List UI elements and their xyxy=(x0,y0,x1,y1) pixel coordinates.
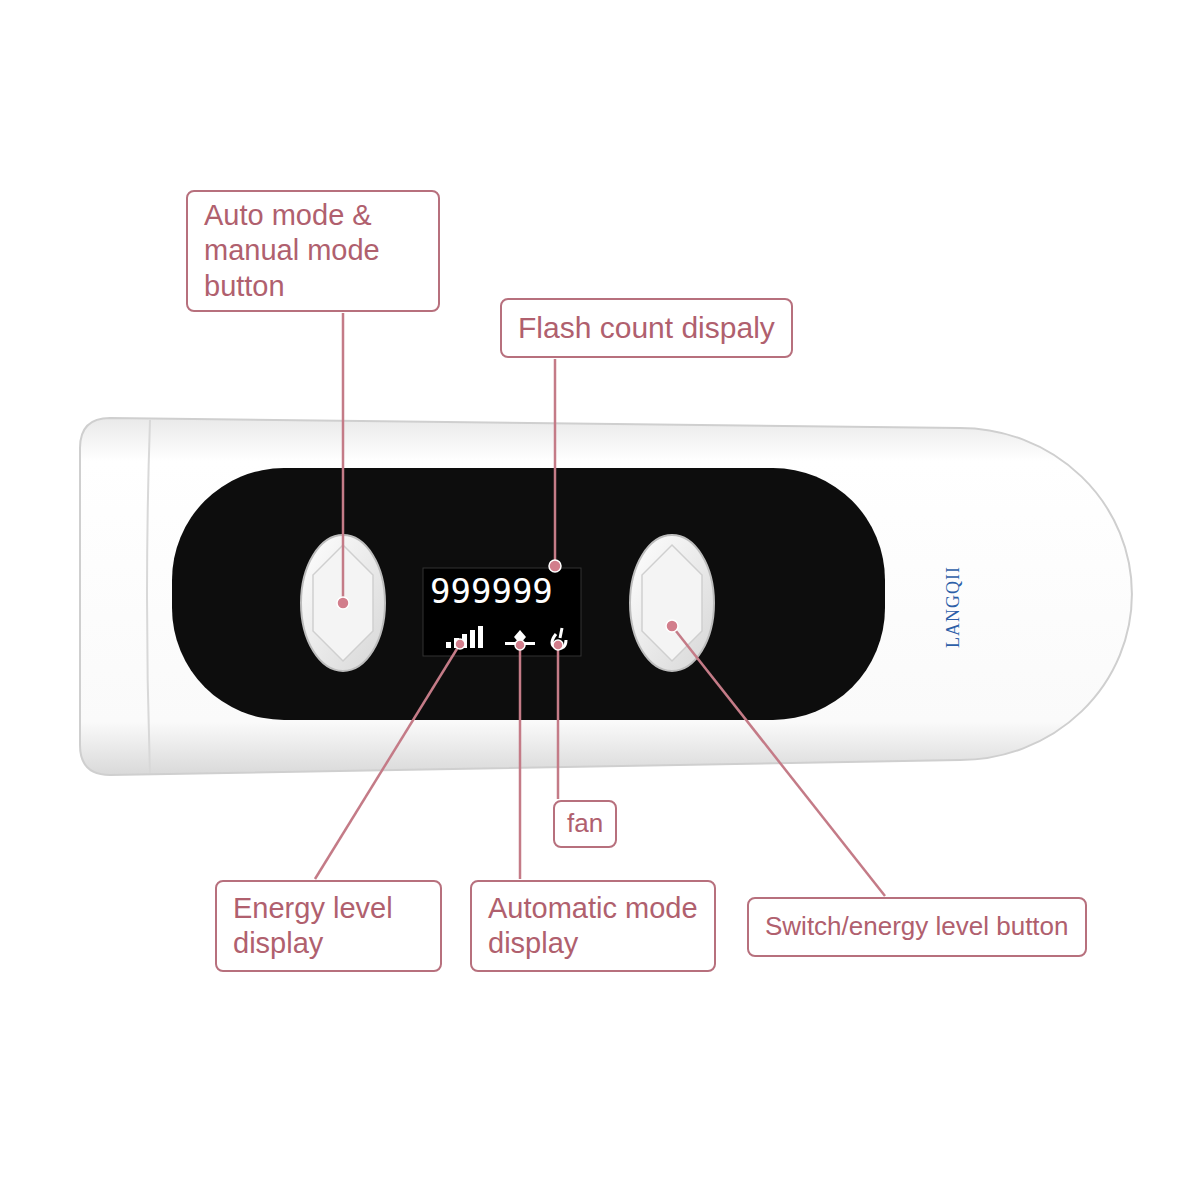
callout-text: Flash count dispaly xyxy=(518,310,775,347)
right-button xyxy=(630,535,714,671)
leader-lines xyxy=(315,313,885,896)
callout-box: Flash count dispaly xyxy=(500,298,793,358)
leader-dots xyxy=(337,560,678,650)
housing-seam xyxy=(147,420,150,773)
callout-box: fan xyxy=(553,800,617,848)
callout-box: Energy level display xyxy=(215,880,442,972)
callout-text: fan xyxy=(567,808,603,840)
device-housing xyxy=(80,418,1132,775)
callout-box: Switch/energy level button xyxy=(747,897,1087,957)
callout-text: Automatic mode display xyxy=(488,891,698,962)
callout-text: Switch/energy level button xyxy=(765,911,1069,943)
callout-text: Energy level display xyxy=(233,891,424,962)
callout-text: Auto mode & manual mode button xyxy=(204,198,422,304)
control-panel xyxy=(172,468,885,720)
callout-box: Auto mode & manual mode button xyxy=(186,190,440,312)
lcd-display xyxy=(423,568,581,656)
brand-name: LANGQII xyxy=(944,566,962,648)
flash-count-digits: 999999 xyxy=(430,574,553,608)
energy-bars-icon xyxy=(446,626,483,648)
callout-box: Automatic mode display xyxy=(470,880,716,972)
